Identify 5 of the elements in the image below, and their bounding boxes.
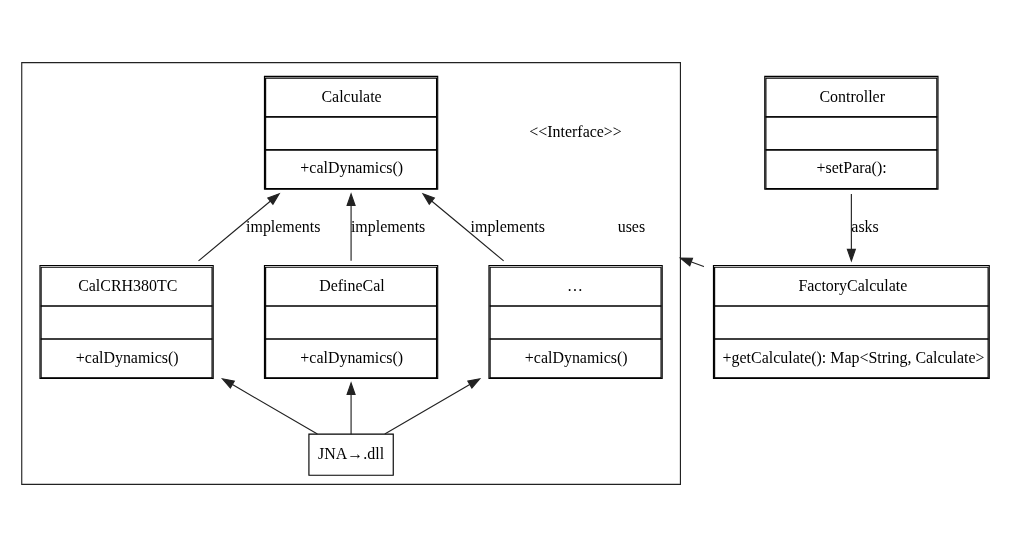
label: <<Interface>>: [529, 122, 622, 140]
edge-label: asks: [851, 217, 879, 235]
edge-label: uses: [617, 217, 646, 235]
edge-label: implements: [246, 217, 321, 235]
edge-label: implements: [470, 217, 545, 235]
